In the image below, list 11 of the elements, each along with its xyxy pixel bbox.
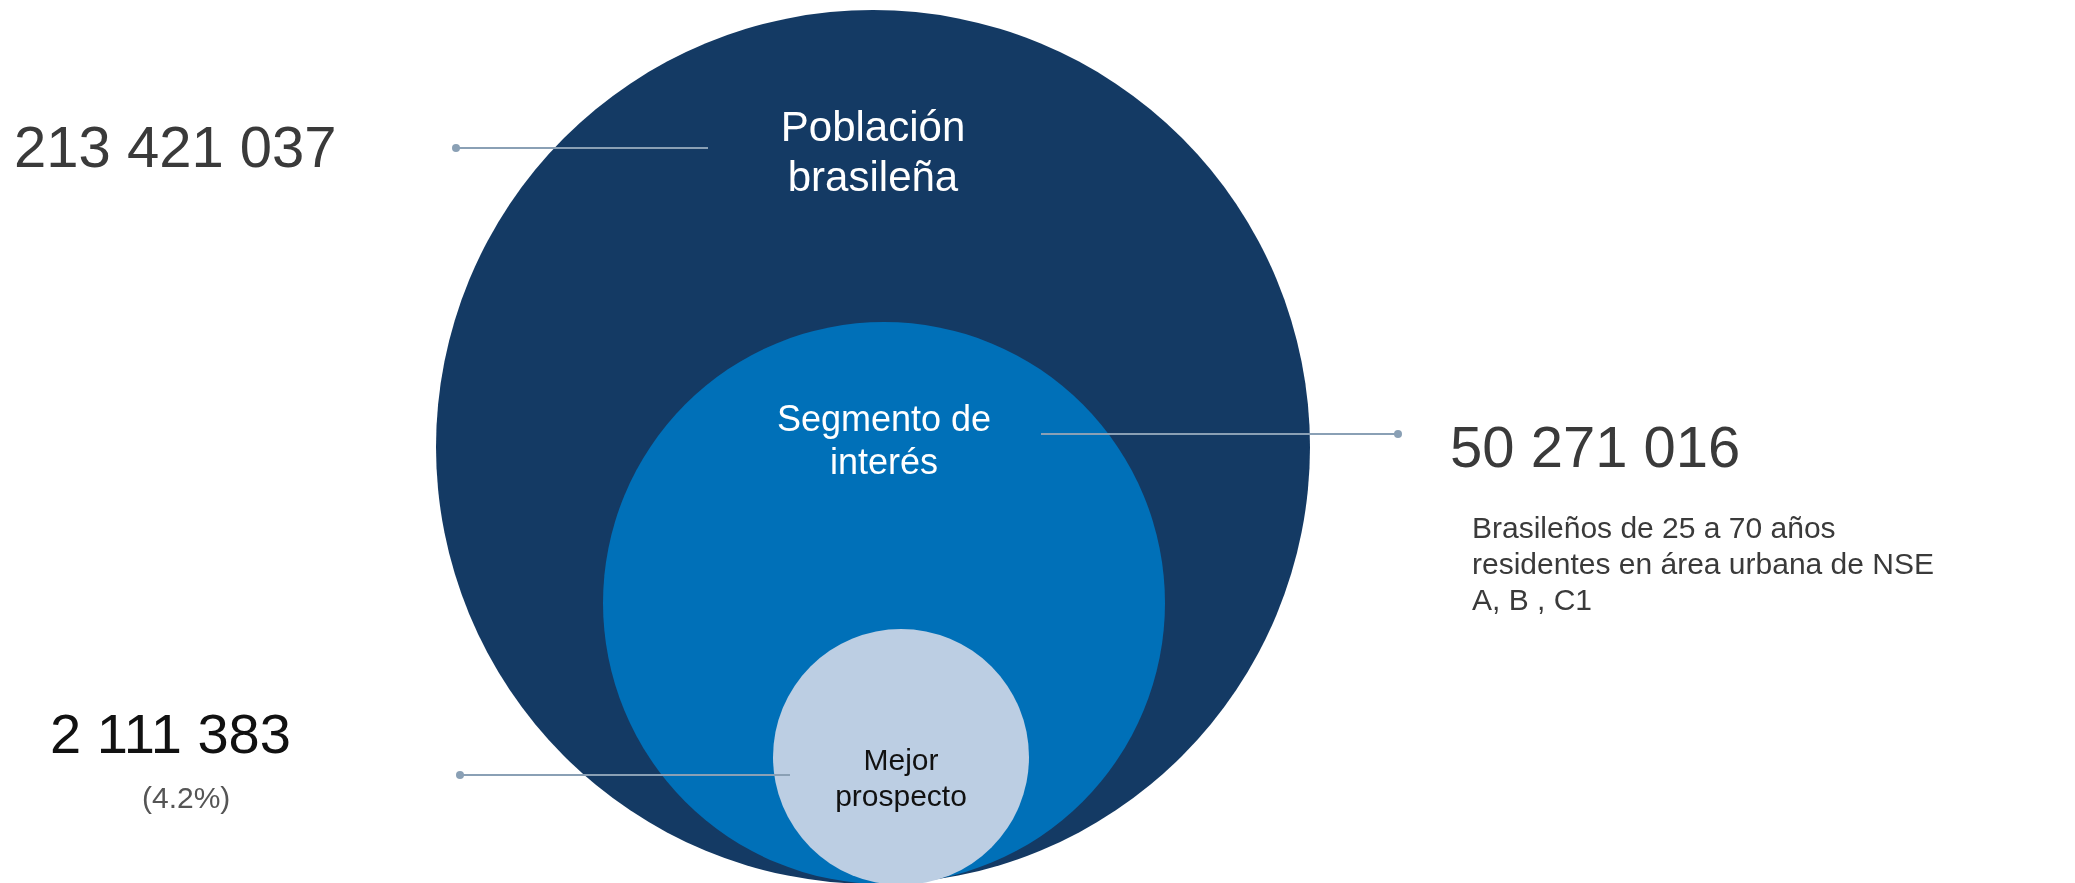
leader-line bbox=[456, 771, 791, 779]
prospect-number: 2 111 383 bbox=[50, 701, 291, 767]
segment-number: 50 271 016 bbox=[1450, 413, 1741, 481]
circle-title: Segmento de interés bbox=[775, 396, 993, 484]
population-number: 213 421 037 bbox=[14, 113, 337, 181]
percentage-note: (4.2%) bbox=[142, 780, 231, 816]
circle-title: Mejor prospecto bbox=[834, 742, 968, 814]
circle-title: Población brasileña bbox=[779, 101, 967, 202]
segment-description: Brasileños de 25 a 70 años residentes en área urbana de NSE A, B , C1 bbox=[1472, 510, 1935, 618]
leader-line bbox=[1040, 430, 1402, 438]
leader-line bbox=[452, 144, 709, 152]
